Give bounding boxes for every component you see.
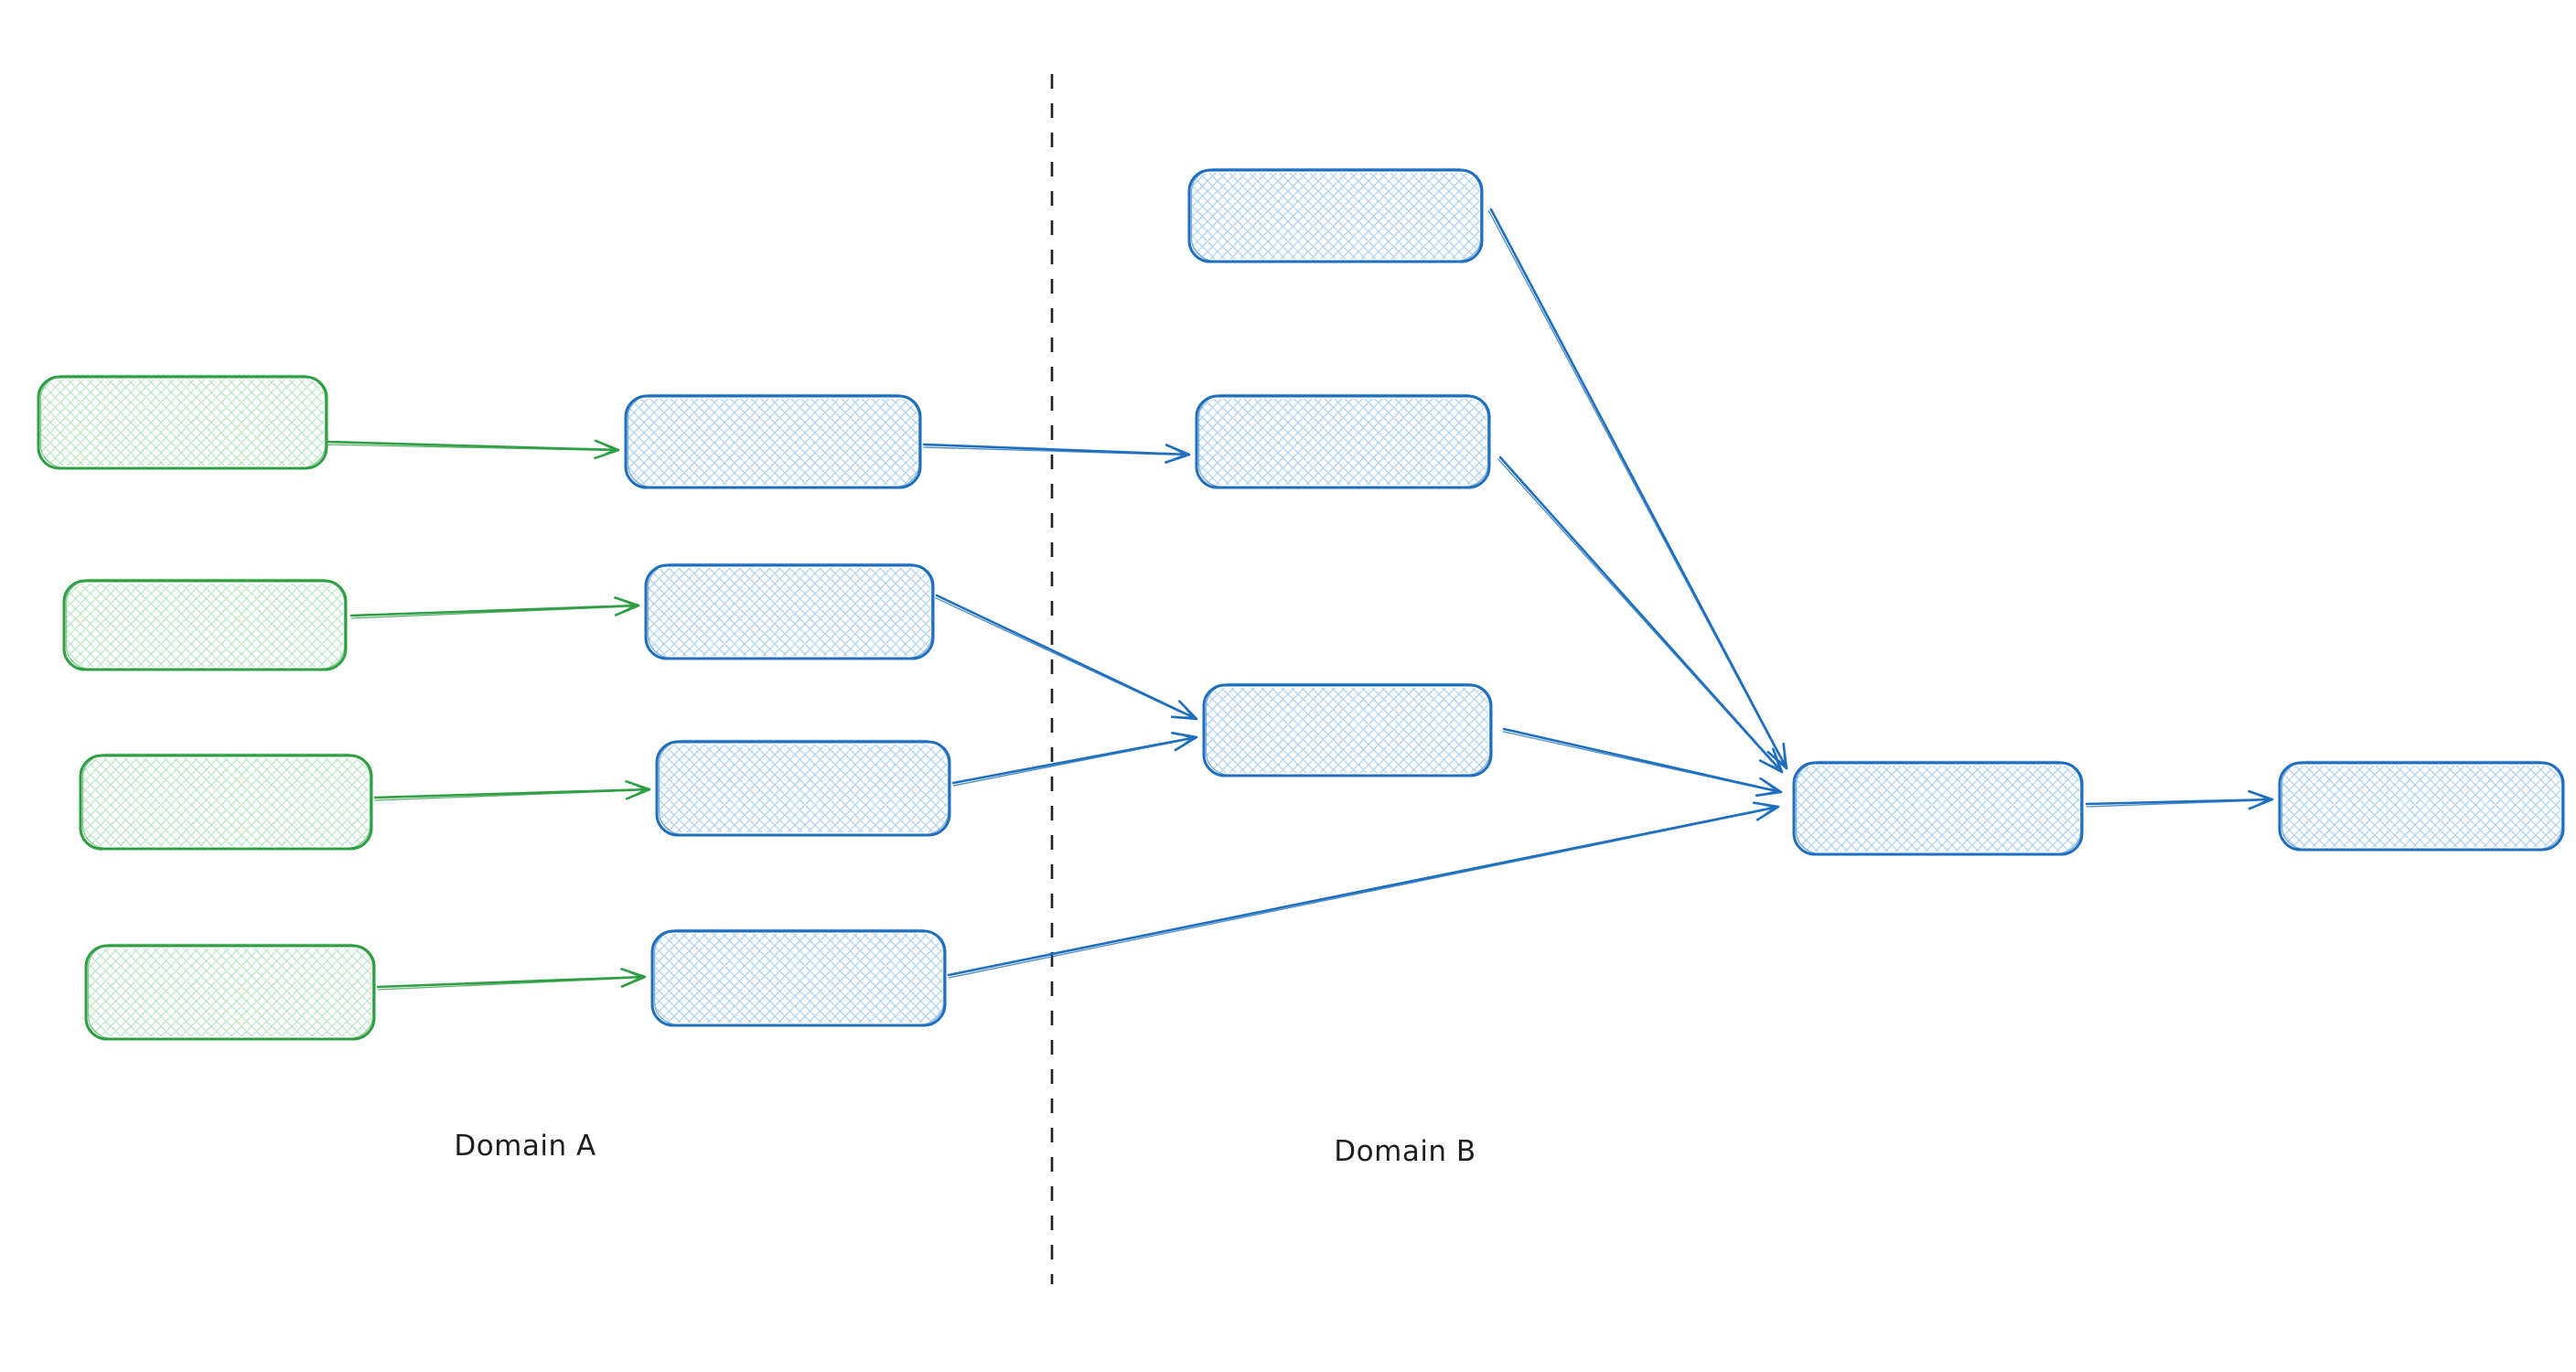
domain-b-label: Domain B xyxy=(1334,1135,1476,1168)
domain-a-process-box-2[interactable] xyxy=(644,563,935,660)
arrow-a-src-1-to-a-mid-1 xyxy=(326,439,620,460)
domain-a-source-box-2[interactable] xyxy=(62,578,348,671)
arrow-b-merge-to-b-output xyxy=(2085,789,2274,810)
domain-b-box-1[interactable] xyxy=(1187,167,1484,263)
domain-a-source-box-3[interactable] xyxy=(79,753,373,851)
arrow-a-mid-1-to-b-node-2 xyxy=(922,443,1191,464)
arrow-a-mid-2-to-b-node-3 xyxy=(935,594,1198,721)
arrow-a-mid-3-to-b-node-3 xyxy=(951,732,1198,787)
domain-a-process-box-4[interactable] xyxy=(650,928,947,1027)
domain-a-source-box-4[interactable] xyxy=(84,943,376,1041)
domain-a-process-box-3[interactable] xyxy=(655,739,951,837)
domain-b-output-box[interactable] xyxy=(2278,760,2565,852)
arrow-a-mid-4-to-b-merge xyxy=(947,801,1780,979)
arrow-b-node-3-to-b-merge xyxy=(1502,727,1783,797)
domain-a-source-box-1[interactable] xyxy=(37,374,328,470)
domain-a-process-box-1[interactable] xyxy=(624,393,922,489)
domain-b-box-3[interactable] xyxy=(1202,682,1493,777)
arrow-a-src-3-to-a-mid-3 xyxy=(373,780,651,801)
arrow-a-src-4-to-a-mid-4 xyxy=(376,968,647,991)
arrow-b-node-2-to-b-merge xyxy=(1497,456,1784,774)
domain-b-box-2[interactable] xyxy=(1195,393,1491,489)
domain-b-merge-box[interactable] xyxy=(1792,760,2084,856)
domain-a-label: Domain A xyxy=(454,1130,596,1163)
arrow-a-src-2-to-a-mid-2 xyxy=(349,596,640,619)
arrow-b-node-1-to-b-merge xyxy=(1487,208,1788,770)
